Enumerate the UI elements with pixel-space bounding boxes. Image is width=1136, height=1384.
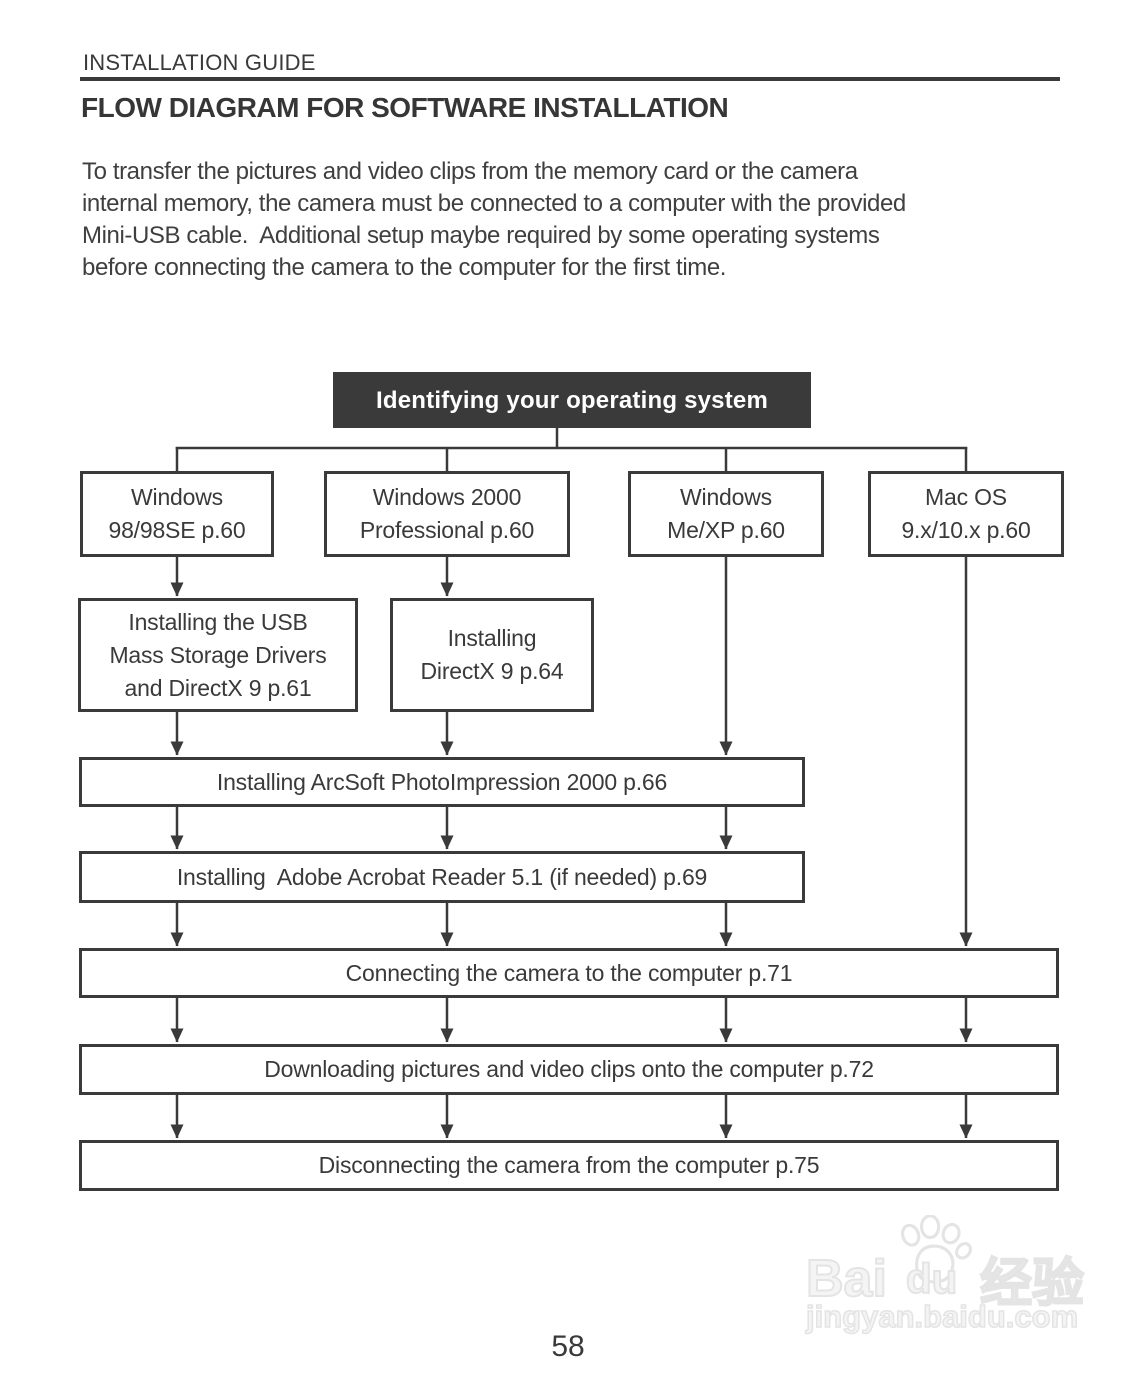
flow-box-disconnect-label: Disconnecting the camera from the comput… [318,1152,820,1178]
page-number: 58 [551,1330,585,1363]
watermark-site-url-text: jingyan.baidu.com [805,1298,1079,1335]
header-rule [80,77,1060,81]
flow-box-connect-camera: Connecting the camera to the computer p.… [79,948,1059,998]
flow-box-usb-drivers: Installing the USB Mass Storage Drivers … [78,598,358,712]
flow-box-download-label: Downloading pictures and video clips ont… [264,1056,874,1082]
watermark-jingyan-cn-text: 经验 [979,1254,1085,1314]
flow-box-macos: Mac OS 9.x/10.x p.60 [868,471,1064,557]
page-header-label: INSTALLATION GUIDE [83,50,316,75]
watermark-du-text: du [905,1254,958,1303]
flow-box-windows-mexp: Windows Me/XP p.60 [628,471,824,557]
flow-box-arcsoft-label: Installing ArcSoft PhotoImpression 2000 … [216,768,668,795]
flow-box-usb-drivers-label: Installing the USB Mass Storage Drivers … [109,608,327,701]
flow-box-windows-mexp-label: Windows Me/XP p.60 [667,484,785,543]
flow-box-windows-2000-label: Windows 2000 Professional p.60 [359,484,535,543]
page-title: FLOW DIAGRAM FOR SOFTWARE INSTALLATION [81,92,729,123]
baidu-paw-icon [901,1215,973,1284]
flow-box-directx: Installing DirectX 9 p.64 [390,598,594,712]
flow-box-connect-camera-label: Connecting the camera to the computer p.… [345,959,793,986]
watermark-bai-text: Bai [805,1249,888,1309]
intro-paragraph: To transfer the pictures and video clips… [82,158,906,281]
flow-box-windows-98: Windows 98/98SE p.60 [80,471,274,557]
baidu-jingyan-watermark: Bai du 经验 jingyan.baidu.com [800,1215,1110,1345]
flow-box-directx-label: Installing DirectX 9 p.64 [420,625,564,684]
flow-box-acrobat: Installing Adobe Acrobat Reader 5.1 (if … [79,851,805,903]
flow-box-acrobat-label: Installing Adobe Acrobat Reader 5.1 (if … [176,863,708,890]
flow-box-identify-os: Identifying your operating system [333,372,811,428]
flow-box-windows-98-label: Windows 98/98SE p.60 [108,484,246,543]
flow-box-disconnect: Disconnecting the camera from the comput… [79,1140,1059,1191]
flow-box-arcsoft: Installing ArcSoft PhotoImpression 2000 … [79,757,805,807]
flow-box-macos-label: Mac OS 9.x/10.x p.60 [901,484,1031,543]
flow-box-download: Downloading pictures and video clips ont… [79,1044,1059,1095]
flow-connector-lines [170,428,973,1139]
flow-box-identify-os-label: Identifying your operating system [376,386,768,414]
flow-box-windows-2000: Windows 2000 Professional p.60 [324,471,570,557]
